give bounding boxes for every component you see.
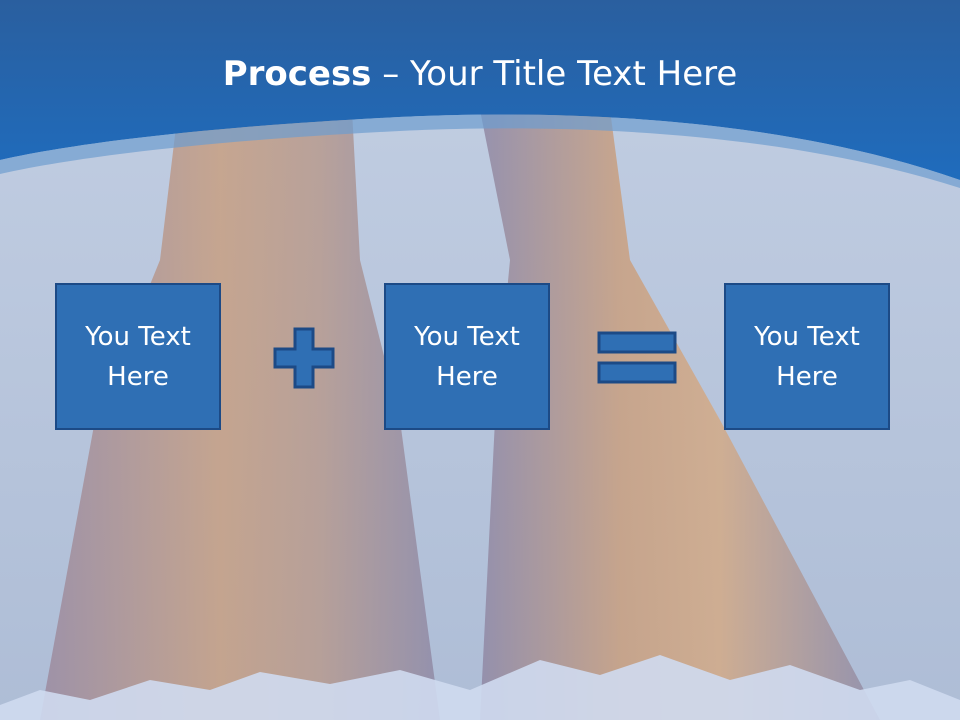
text-box-2-label: You Text Here [414,321,520,392]
text-box-2[interactable]: You Text Here [384,283,550,430]
equals-icon [597,331,677,384]
text-box-1[interactable]: You Text Here [55,283,221,430]
title-rest-part: – Your Title Text Here [371,54,738,94]
text-box-3-label: You Text Here [754,321,860,392]
text-box-1-label: You Text Here [85,321,191,392]
text-box-3[interactable]: You Text Here [724,283,890,430]
plus-icon [273,327,335,389]
title-bold-part: Process [222,54,372,94]
slide-title: Process – Your Title Text Here [0,52,960,96]
